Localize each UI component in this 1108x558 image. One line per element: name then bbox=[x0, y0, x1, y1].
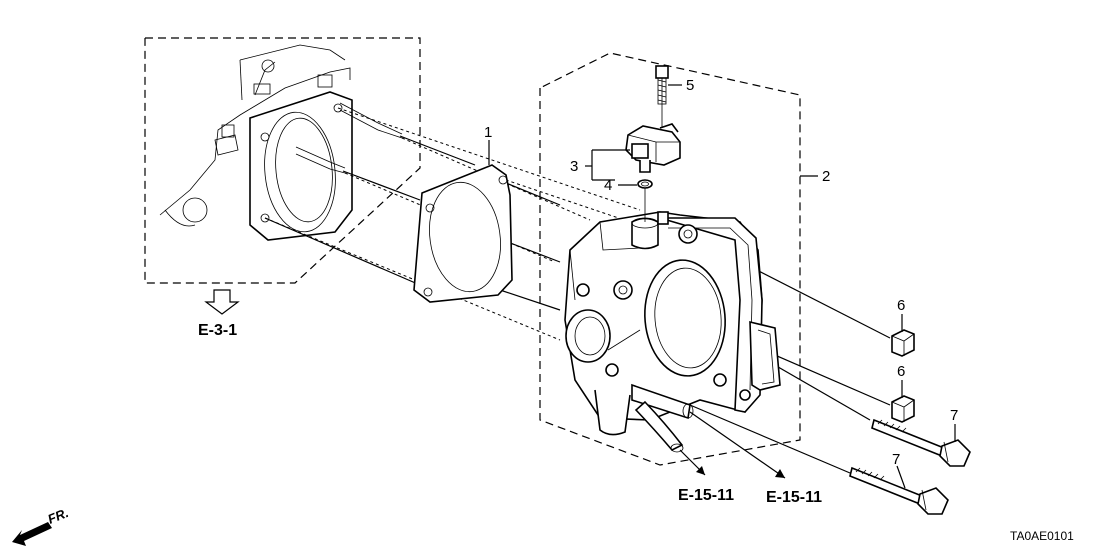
callout-3-bracket bbox=[585, 149, 630, 181]
intake-manifold-reference bbox=[144, 37, 421, 284]
o-ring bbox=[637, 179, 653, 189]
throttle-body-gasket bbox=[413, 164, 513, 303]
flange-bolt-upper bbox=[871, 418, 971, 467]
ref-engine: E-3-1 bbox=[198, 322, 237, 339]
throttle-body bbox=[564, 211, 781, 453]
front-label: FR. bbox=[46, 505, 71, 527]
flange-bolt-lower bbox=[849, 466, 949, 515]
ref-hose-left: E-15-11 bbox=[678, 487, 734, 504]
sensor-screw bbox=[655, 65, 669, 105]
diagram-code: TA0AE0101 bbox=[1010, 529, 1074, 543]
engine-ref-arrow bbox=[204, 289, 240, 315]
hose-ref-arrows bbox=[679, 411, 786, 479]
throttle-position-sensor bbox=[625, 123, 681, 173]
callout-3: 3 bbox=[570, 158, 578, 175]
callout-6a: 6 bbox=[897, 297, 905, 314]
callout-1: 1 bbox=[484, 124, 492, 141]
callout-7b: 7 bbox=[892, 451, 900, 468]
flange-nut-upper bbox=[891, 329, 915, 357]
callout-7a: 7 bbox=[950, 407, 958, 424]
callout-4: 4 bbox=[604, 177, 612, 194]
front-direction-arrow bbox=[12, 522, 52, 546]
screw-boss bbox=[657, 211, 669, 225]
callout-6b: 6 bbox=[897, 363, 905, 380]
callout-2: 2 bbox=[822, 168, 830, 185]
flange-nut-lower bbox=[891, 395, 915, 423]
callout-5: 5 bbox=[686, 77, 694, 94]
throttle-body-assembly-boundary bbox=[539, 52, 801, 466]
ref-hose-right: E-15-11 bbox=[766, 489, 822, 506]
callout-7b-leader bbox=[896, 465, 906, 489]
